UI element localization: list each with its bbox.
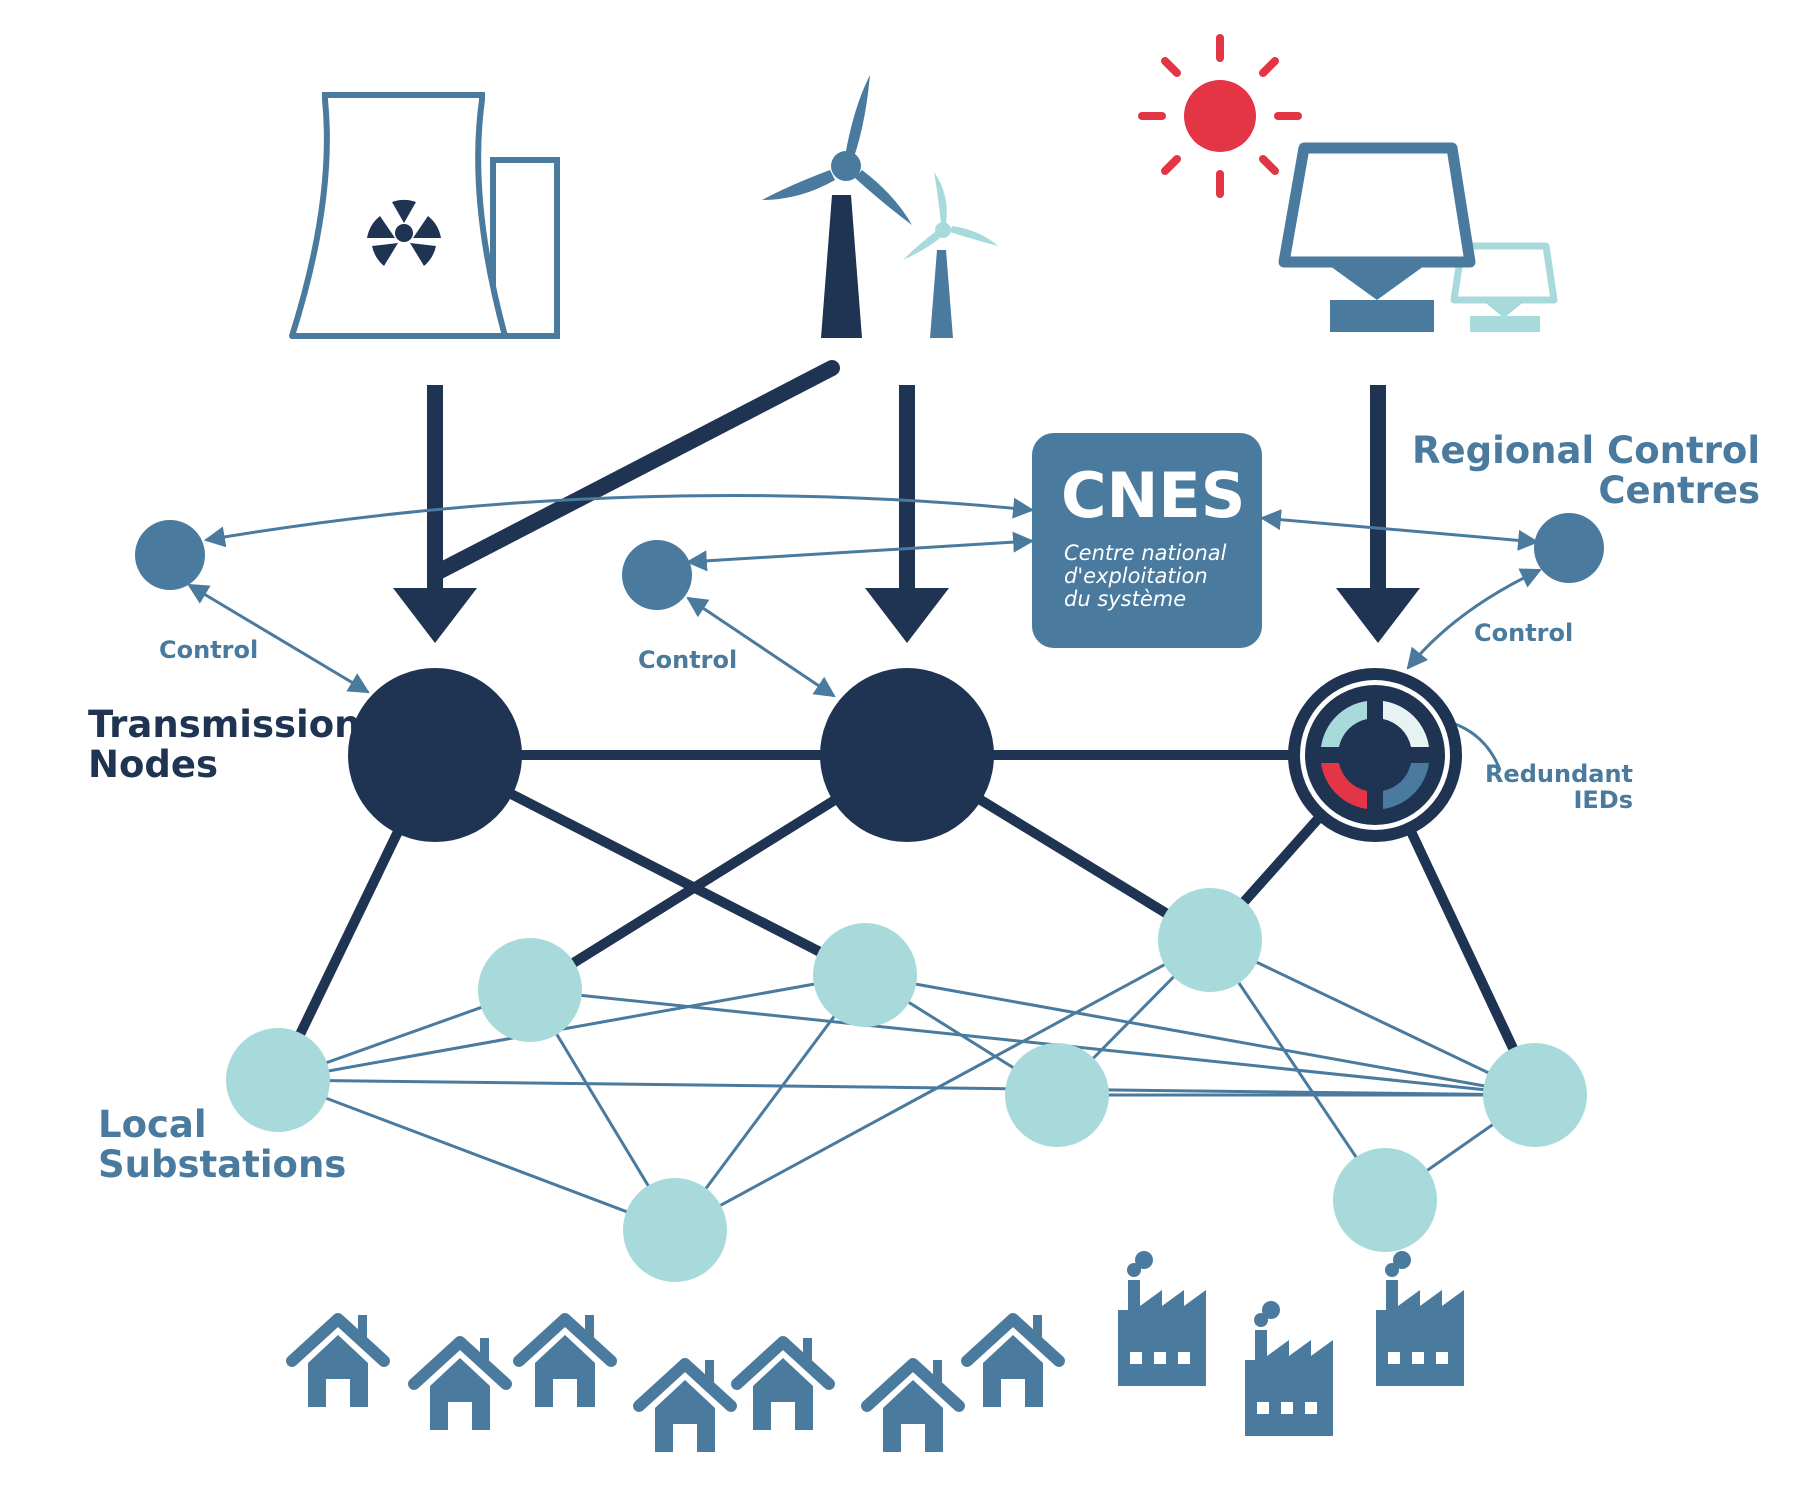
house-icon xyxy=(967,1315,1059,1407)
redundant-ied-ring xyxy=(1321,701,1429,809)
wind-turbine-icon xyxy=(762,75,998,338)
substation-node xyxy=(1158,888,1262,992)
transmission-node-1 xyxy=(348,668,522,842)
local-substations xyxy=(226,888,1587,1282)
control-label-left: Control xyxy=(159,636,258,664)
regional-control-node-right xyxy=(1534,513,1604,583)
control-label-right: Control xyxy=(1474,619,1573,647)
substation-node xyxy=(1333,1148,1437,1252)
house-icon xyxy=(519,1315,611,1407)
transmission-node-3 xyxy=(1288,668,1462,842)
cnes-subtitle-line-3: du système xyxy=(1064,587,1186,611)
transmission-node-2 xyxy=(820,668,994,842)
substation-node xyxy=(478,938,582,1042)
control-label-center: Control xyxy=(638,646,737,674)
local-substations-label-line-2: Substations xyxy=(98,1143,346,1186)
cnes-title: CNES xyxy=(1061,459,1245,532)
substation-node xyxy=(623,1178,727,1282)
transmission-nodes-label-line-1: Transmission xyxy=(88,703,360,746)
cnes-box: CNES Centre national d'exploitation du s… xyxy=(1032,433,1262,648)
regional-control-label-line-1: Regional Control xyxy=(1412,429,1760,472)
factory-icon xyxy=(1118,1251,1206,1386)
substation-node xyxy=(1483,1043,1587,1147)
local-substations-label-line-1: Local xyxy=(98,1103,207,1146)
factory-icon xyxy=(1245,1301,1333,1436)
house-icon xyxy=(639,1360,731,1452)
cnes-subtitle-line-2: d'exploitation xyxy=(1064,564,1208,588)
power-flow-arrows xyxy=(393,360,1420,643)
redundant-ieds-label-line-1: Redundant xyxy=(1485,760,1633,788)
house-icon xyxy=(867,1360,959,1452)
factory-icon xyxy=(1376,1251,1464,1386)
cnes-subtitle-line-1: Centre national xyxy=(1064,541,1227,565)
regional-control-node-center xyxy=(622,540,692,610)
solar-panel-icon xyxy=(1278,142,1558,332)
redundant-ieds-label-line-2: IEDs xyxy=(1573,786,1633,814)
substation-node xyxy=(226,1028,330,1132)
consumers xyxy=(292,1251,1464,1452)
regional-control-node-left xyxy=(135,520,205,590)
house-icon xyxy=(414,1338,506,1430)
transmission-nodes-label-line-2: Nodes xyxy=(88,743,218,786)
nuclear-plant-icon xyxy=(289,92,560,339)
sun-icon xyxy=(1138,34,1302,198)
house-icon xyxy=(737,1338,829,1430)
substation-node xyxy=(1005,1043,1109,1147)
regional-control-label-line-2: Centres xyxy=(1598,469,1760,512)
house-icon xyxy=(292,1315,384,1407)
substation-node xyxy=(813,923,917,1027)
